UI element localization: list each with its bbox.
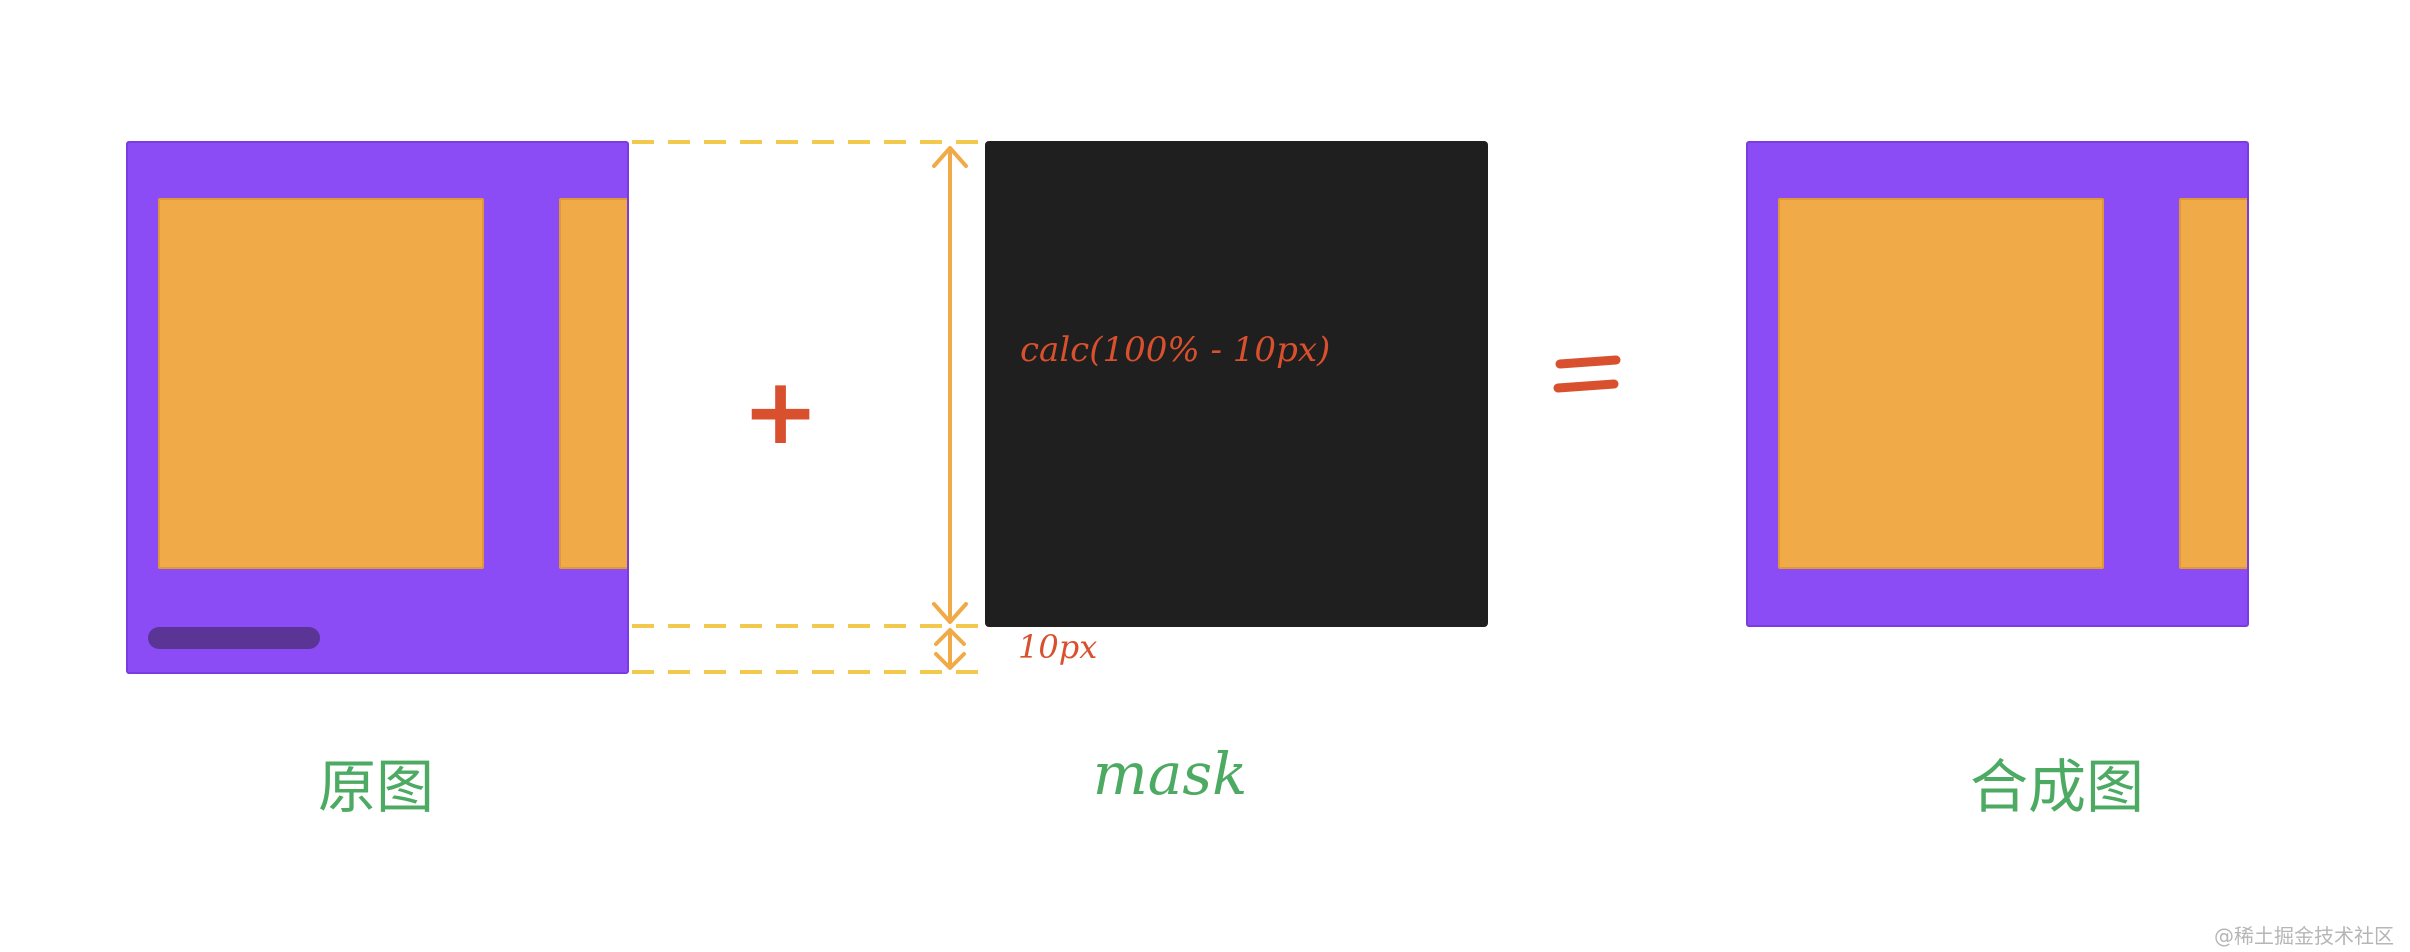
result-tile-partial xyxy=(2179,198,2247,569)
gap-arrow-head-top xyxy=(934,628,966,646)
original-panel xyxy=(126,141,629,674)
original-caption: 原图 xyxy=(317,753,434,821)
mask-height-label: calc(100% - 10px) xyxy=(1020,330,1331,370)
result-caption: 合成图 xyxy=(1969,753,2144,821)
equals-operator xyxy=(1553,355,1621,393)
gap-arrow-head-bottom xyxy=(934,652,966,670)
height-arrow-head-bottom xyxy=(932,602,968,624)
mask-panel xyxy=(985,141,1488,627)
watermark: @稀土掘金技术社区 xyxy=(2214,924,2394,948)
result-tile-main xyxy=(1778,198,2104,569)
original-tile-main xyxy=(158,198,484,569)
mask-caption: mask xyxy=(1092,740,1248,808)
height-arrow-head-top xyxy=(932,146,968,168)
original-tile-partial xyxy=(559,198,627,569)
mask-gap-label: 10px xyxy=(1018,628,1098,666)
plus-operator: + xyxy=(742,358,820,465)
original-scrollbar xyxy=(148,627,320,649)
result-panel xyxy=(1746,141,2249,627)
